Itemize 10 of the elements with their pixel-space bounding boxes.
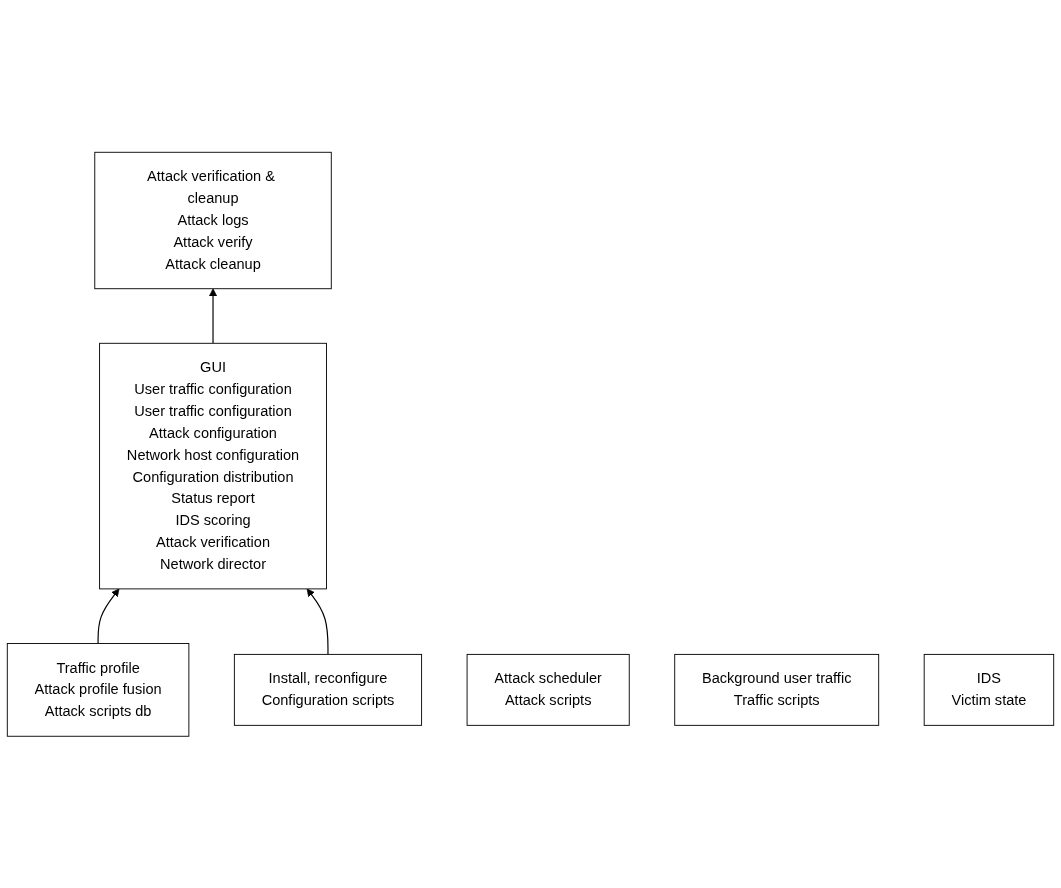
arrow [97, 588, 120, 644]
node-box: IDS Victim state [923, 653, 1055, 726]
node-box: GUI User traffic configuration User traffic configuration Attack configuration Network host configuration Configuration distribution Status report IDS scoring Attack verification Network director [99, 342, 327, 590]
arrow [209, 288, 218, 344]
node-box: Background user traffic Traffic scripts [674, 653, 880, 726]
node-box: Install, reconfigure Configuration scripts [233, 653, 423, 726]
arrow [306, 588, 329, 655]
node-box: Attack scheduler Attack scripts [466, 653, 630, 726]
node-box: Traffic profile Attack profile fusion Attack scripts db [6, 642, 190, 737]
node-box: Attack verification & cleanup Attack logs Attack verify Attack cleanup [94, 151, 332, 289]
